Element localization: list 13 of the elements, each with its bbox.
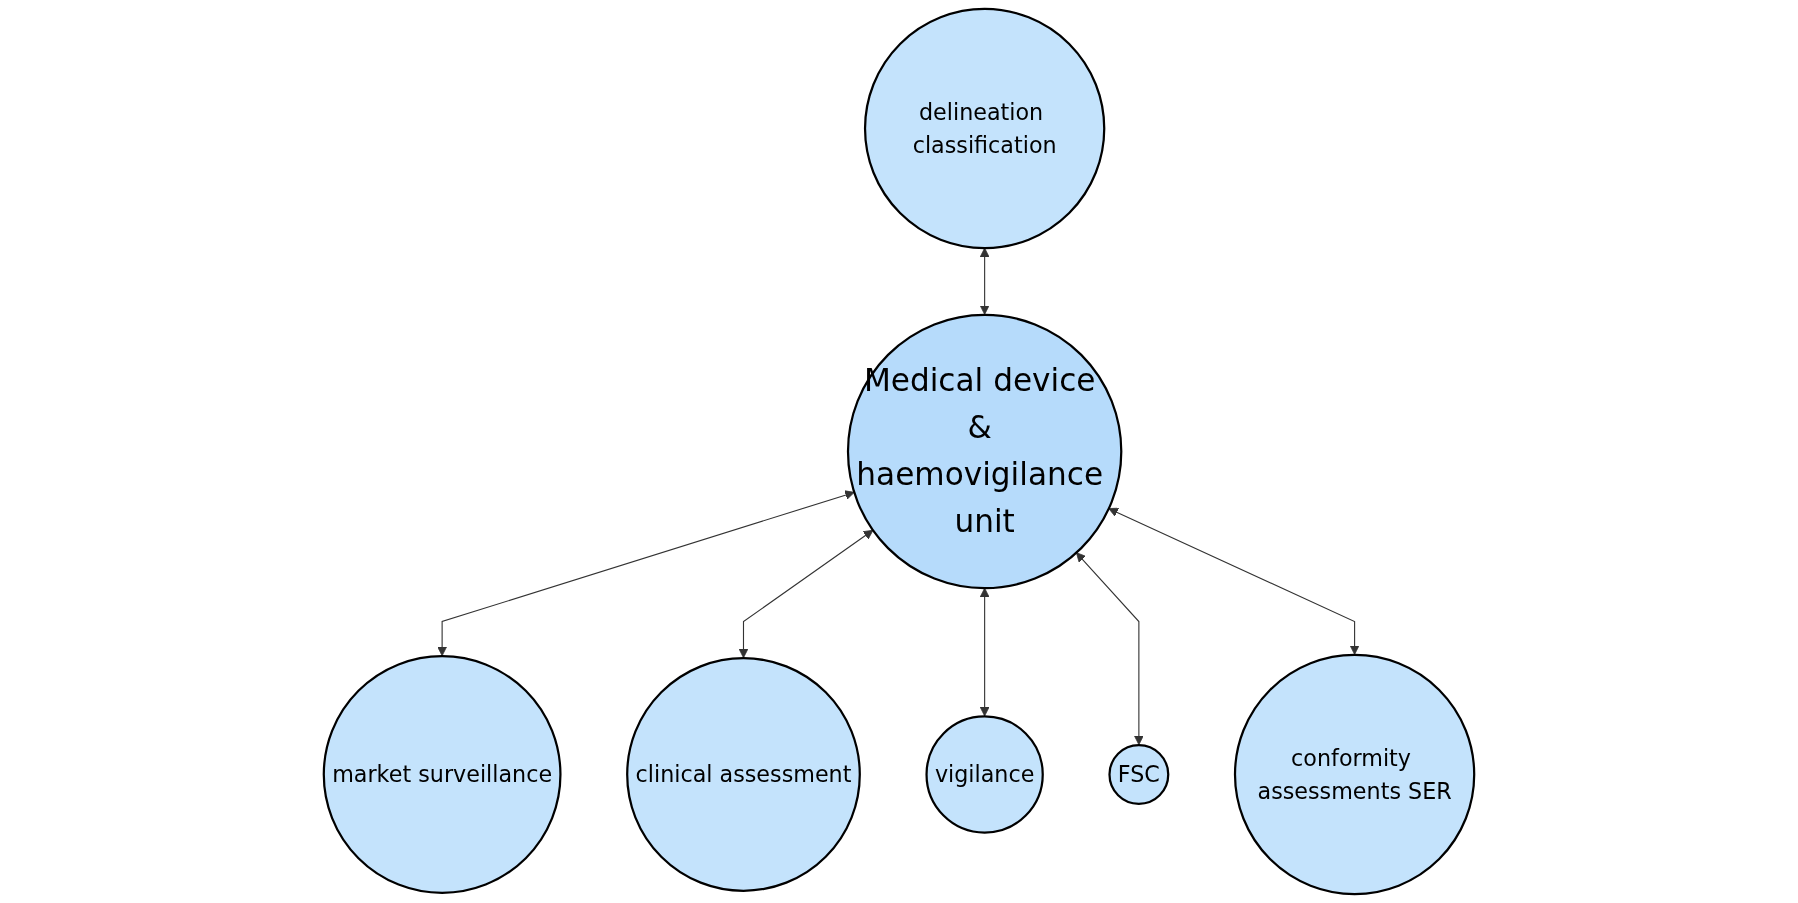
arrow bbox=[437, 490, 855, 657]
node-circle: vigilance bbox=[925, 715, 1044, 834]
arrow bbox=[979, 247, 990, 315]
arrow bbox=[1108, 507, 1360, 655]
node-circle: conformity assessments SER bbox=[1233, 653, 1476, 896]
arrow bbox=[738, 529, 874, 659]
arrow bbox=[979, 587, 990, 717]
node-circle: Medical device & haemovigilance unit bbox=[846, 313, 1123, 590]
node-circle: clinical assessment bbox=[626, 657, 861, 892]
arrow bbox=[1076, 552, 1144, 746]
node-circle: delineation classification bbox=[863, 7, 1106, 250]
node-circle: market surveillance bbox=[322, 655, 562, 894]
node-circle: FSC bbox=[1108, 744, 1170, 805]
